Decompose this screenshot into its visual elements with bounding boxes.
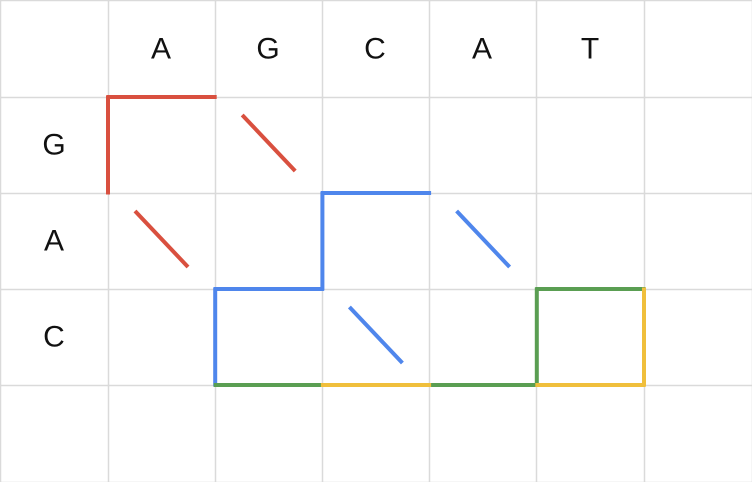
red-path-top-left	[106, 95, 217, 195]
red-diagonal-1-segment	[240, 113, 297, 173]
yellow-path	[320, 287, 646, 387]
blue-diagonal-1-segment	[455, 209, 512, 269]
column-header-2: G	[256, 33, 279, 66]
red-diagonal-2	[133, 209, 190, 269]
row-header-3: C	[43, 321, 65, 354]
column-header-1: A	[151, 33, 171, 66]
column-header-4: A	[472, 33, 492, 66]
column-header-5: T	[581, 33, 599, 66]
red-diagonal-2-segment	[133, 209, 190, 269]
blue-path-step	[213, 191, 432, 387]
alignment-paths	[106, 95, 646, 387]
blue-diagonal-2	[347, 305, 404, 365]
red-diagonal-1	[240, 113, 297, 173]
blue-diagonal-2-segment	[347, 305, 404, 365]
row-header-1: G	[42, 129, 65, 162]
green-path	[213, 287, 646, 387]
blue-diagonal-1	[455, 209, 512, 269]
sequence-labels: A G C A T G A C	[42, 33, 599, 354]
column-header-3: C	[364, 33, 386, 66]
row-header-2: A	[44, 225, 64, 258]
